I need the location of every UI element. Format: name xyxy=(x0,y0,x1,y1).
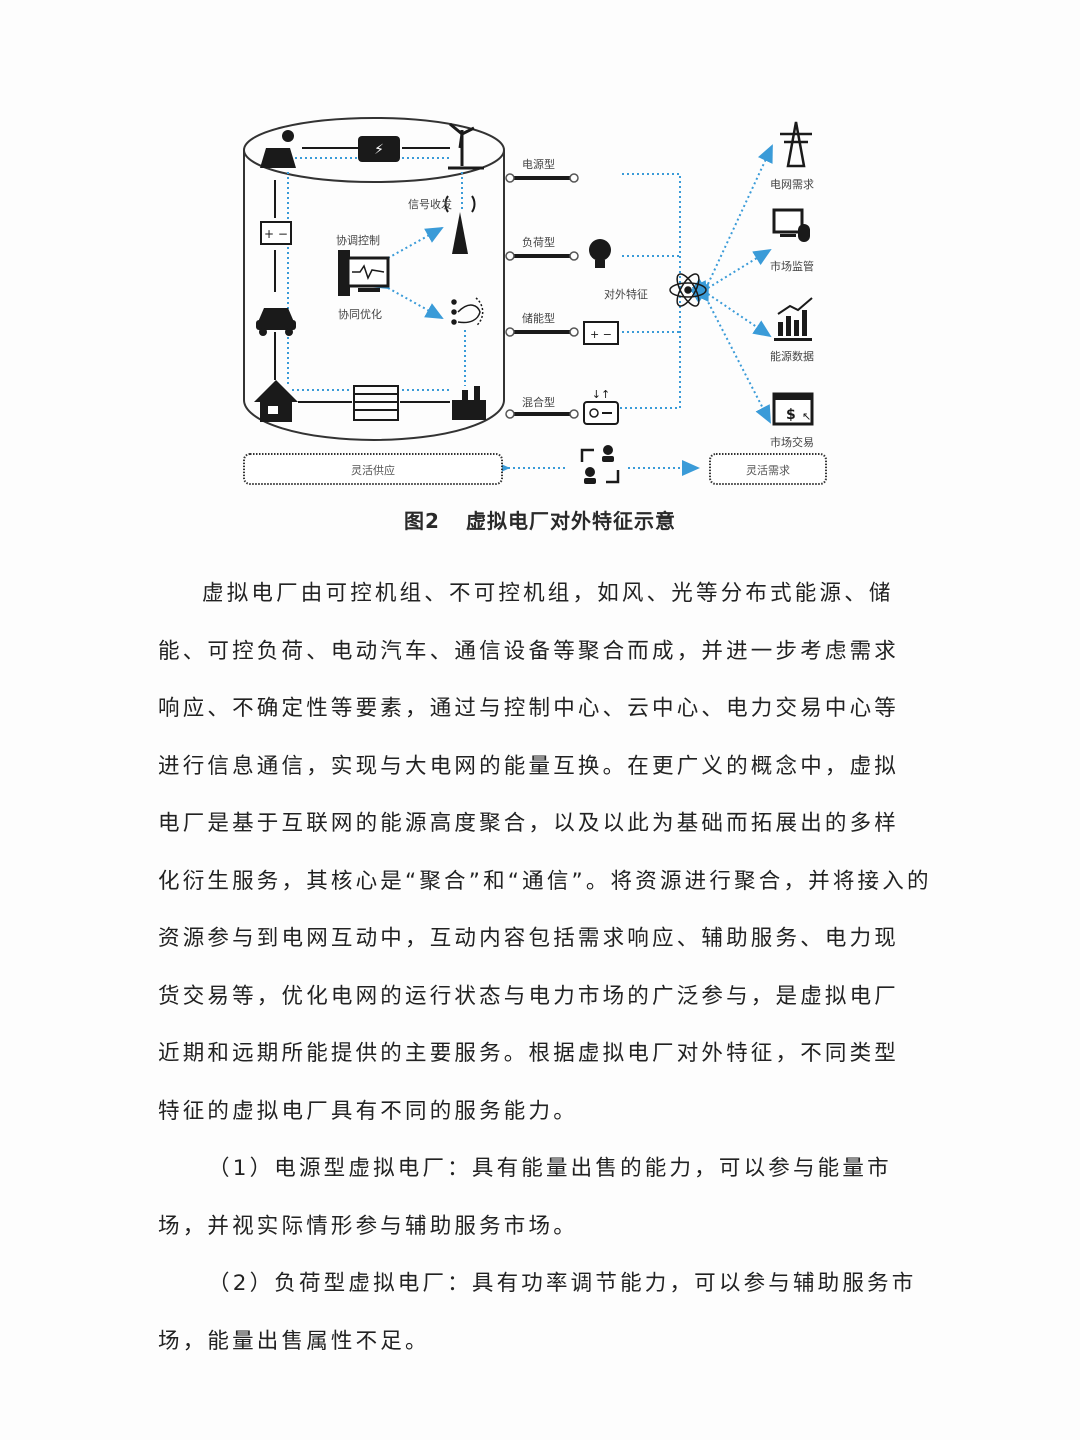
list-item-2-line: 场，能量出售属性不足。 xyxy=(158,1328,430,1354)
figure-vpp-external-features: ⚡ + − + − ↓↑ $↖ 信号收发 协调控制 协同优化 电源型 负荷型 储… xyxy=(230,110,850,500)
vpp-type-power-label: 电源型 xyxy=(522,158,555,171)
svg-text:⚡: ⚡ xyxy=(374,142,384,158)
solar-panel-icon xyxy=(260,130,296,168)
mixed-device-icon: ↓↑ xyxy=(583,388,619,425)
market-supervision-label: 市场监管 xyxy=(770,260,814,273)
dollar-browser-icon: $↖ xyxy=(772,392,814,426)
computer-monitor-icon xyxy=(338,250,390,296)
vpp-type-mixed-label: 混合型 xyxy=(522,396,555,409)
battery-icon: + − xyxy=(260,221,292,245)
electric-car-icon xyxy=(256,308,296,336)
list-item-1-line: （1）电源型虚拟电厂：具有能量出售的能力，可以参与能量市 xyxy=(208,1156,892,1181)
flexible-supply-label: 灵活供应 xyxy=(351,464,395,477)
svg-text:↓↑: ↓↑ xyxy=(592,388,610,401)
controller-chip-icon: ⚡ xyxy=(358,136,400,162)
svg-text:+ −: + − xyxy=(590,328,612,341)
figure-number: 图2 xyxy=(404,509,440,533)
factory-icon xyxy=(452,386,486,420)
cylinder xyxy=(243,117,505,441)
coordination-optimization-label: 协同优化 xyxy=(338,308,382,321)
lightbulb-icon xyxy=(589,239,611,268)
antenna-tower-icon xyxy=(444,195,476,254)
external-features-label: 对外特征 xyxy=(604,288,648,301)
paragraph-line: 响应、不确定性等要素，通过与控制中心、云中心、电力交易中心等 xyxy=(158,696,900,721)
office-building-icon xyxy=(353,385,399,421)
energy-data-label: 能源数据 xyxy=(770,350,814,363)
market-trading-label: 市场交易 xyxy=(770,436,814,449)
paragraph-line: 特征的虚拟电厂具有不同的服务能力。 xyxy=(158,1098,578,1124)
vpp-type-storage-label: 储能型 xyxy=(522,312,555,325)
signal-label: 信号收发 xyxy=(408,198,452,211)
figure-caption: 图2 虚拟电厂对外特征示意 xyxy=(0,505,1080,534)
bar-chart-icon xyxy=(774,297,813,341)
house-icon xyxy=(254,380,298,422)
battery-type-icon: + − xyxy=(583,321,619,345)
flexible-supply-box xyxy=(243,453,503,485)
paragraph-line: 进行信息通信，实现与大电网的能量互换。在更广义的概念中，虚拟 xyxy=(158,753,900,779)
list-item-1-line: 场，并视实际情形参与辅助服务市场。 xyxy=(158,1213,578,1239)
data-hub-icon xyxy=(451,297,484,327)
paragraph-line: 货交易等，优化电网的运行状态与电力市场的广泛参与，是虚拟电厂 xyxy=(158,983,900,1009)
paragraph-line: 资源参与到电网互动中，互动内容包括需求响应、辅助服务、电力现 xyxy=(158,926,900,951)
paragraph-line: 能、可控负荷、电动汽车、通信设备等聚合而成，并进一步考虑需求 xyxy=(158,638,900,664)
paragraph-line: 虚拟电厂由可控机组、不可控机组，如风、光等分布式能源、储 xyxy=(202,581,894,606)
atom-icon xyxy=(669,273,707,307)
vpp-type-load-label: 负荷型 xyxy=(522,236,555,249)
list-item-2-line: （2）负荷型虚拟电厂：具有功率调节能力，可以参与辅助服务市 xyxy=(208,1271,917,1296)
paragraph-line: 电厂是基于互联网的能源高度聚合，以及以此为基础而拓展出的多样 xyxy=(158,811,900,836)
flexible-demand-box xyxy=(709,453,827,485)
grid-demand-label: 电网需求 xyxy=(770,178,814,191)
wind-turbine-icon xyxy=(448,122,484,170)
diagram-canvas: ⚡ + − + − ↓↑ $↖ xyxy=(243,117,827,485)
user-exchange-icon xyxy=(580,445,620,484)
paragraph-line: 化衍生服务，其核心是“聚合”和“通信”。将资源进行聚合，并将接入的 xyxy=(158,868,932,894)
svg-text:+ −: + − xyxy=(264,227,288,241)
body-text: 虚拟电厂由可控机组、不可控机组，如风、光等分布式能源、储 能、可控负荷、电动汽车… xyxy=(158,572,932,1377)
svg-text:$: $ xyxy=(786,407,796,423)
coordination-control-label: 协调控制 xyxy=(336,234,380,247)
paragraph-line: 近期和远期所能提供的主要服务。根据虚拟电厂对外特征，不同类型 xyxy=(158,1041,900,1066)
power-tower-icon xyxy=(780,121,812,168)
svg-text:↖: ↖ xyxy=(802,410,811,423)
monitor-mouse-icon xyxy=(772,208,810,242)
flexible-demand-label: 灵活需求 xyxy=(746,464,790,477)
figure-title: 虚拟电厂对外特征示意 xyxy=(465,509,676,533)
